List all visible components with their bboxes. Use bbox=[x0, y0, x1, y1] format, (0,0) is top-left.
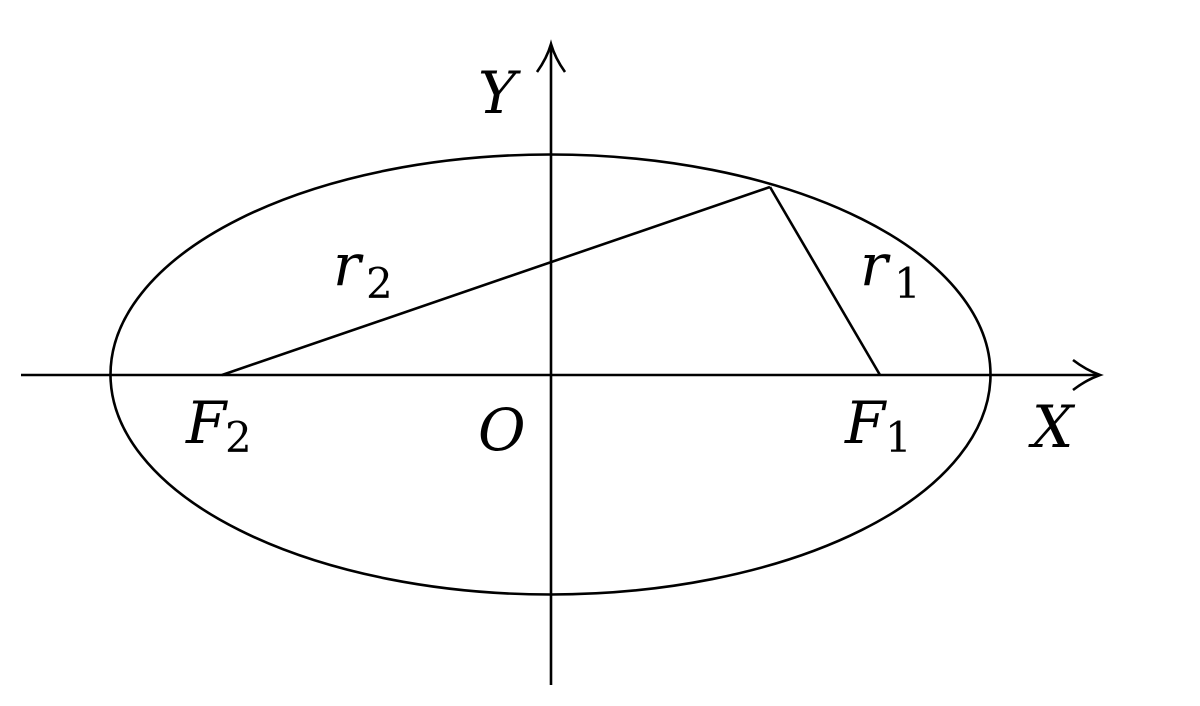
x-axis bbox=[21, 358, 1104, 392]
svg-text:1: 1 bbox=[885, 413, 912, 462]
svg-text:r: r bbox=[860, 231, 891, 299]
radius-r1-segment bbox=[768, 186, 882, 376]
y-axis-label: Y bbox=[478, 59, 521, 127]
svg-text:r: r bbox=[333, 231, 364, 299]
svg-text:1: 1 bbox=[894, 259, 921, 308]
radius-r2-label: r 2 bbox=[333, 231, 393, 308]
radius-r1-label: r 1 bbox=[860, 231, 921, 308]
origin-label: O bbox=[478, 396, 526, 464]
svg-text:F: F bbox=[185, 389, 228, 457]
svg-text:F: F bbox=[844, 389, 887, 457]
focus-f1-label: F 1 bbox=[844, 389, 912, 462]
focus-f2-label: F 2 bbox=[185, 389, 252, 462]
radius-r2-segment bbox=[221, 185, 771, 377]
x-axis-arrow-icon bbox=[1072, 358, 1104, 392]
y-axis-arrow-icon bbox=[535, 39, 567, 73]
svg-text:2: 2 bbox=[225, 413, 252, 462]
svg-text:2: 2 bbox=[366, 259, 393, 308]
x-axis-label: X bbox=[1028, 393, 1076, 461]
y-axis bbox=[535, 39, 567, 685]
